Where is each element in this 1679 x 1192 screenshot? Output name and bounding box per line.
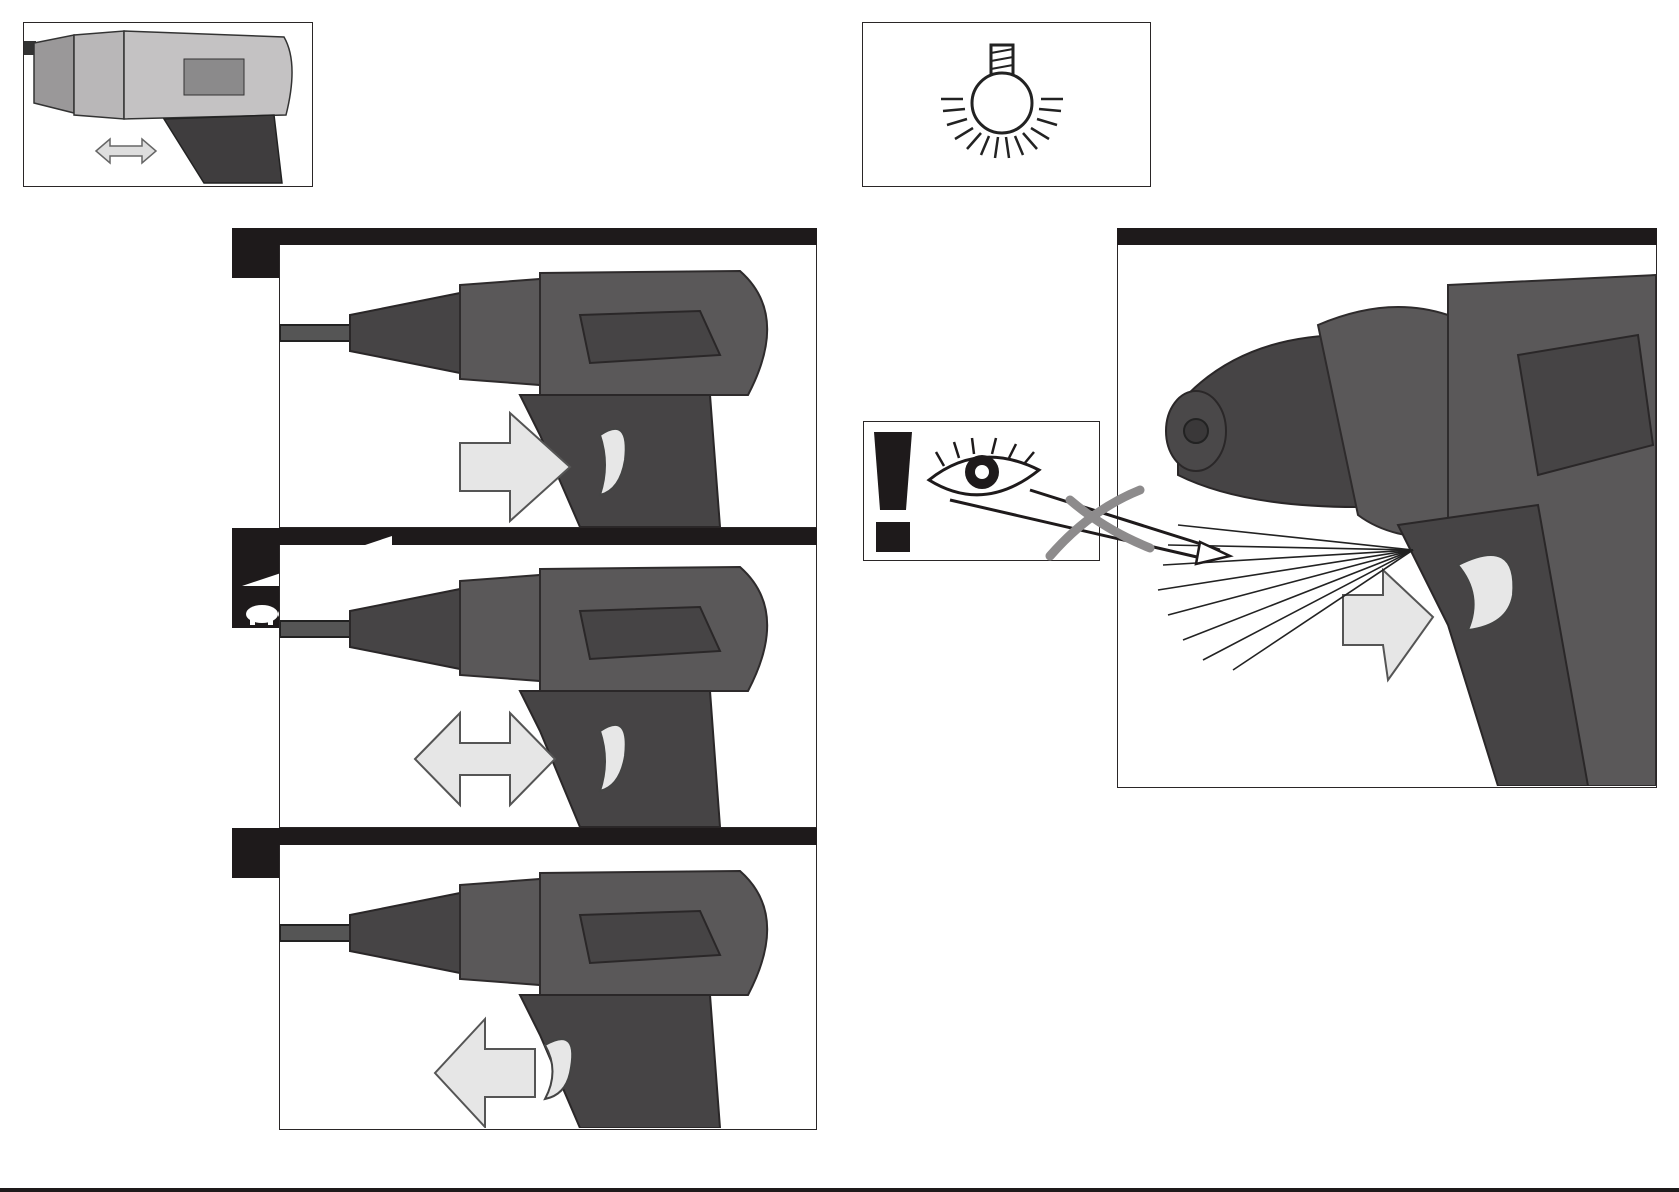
arrow-head-icon [1196, 542, 1230, 564]
page-bottom-rule [0, 1188, 1679, 1192]
panel-variable-speed [232, 528, 817, 828]
panel-trigger-press [232, 228, 817, 528]
double-arrow-icon [415, 713, 555, 805]
light-bulb-icon [863, 23, 1150, 186]
panel-header-bar [1117, 228, 1657, 245]
panel-trigger-overview [23, 22, 313, 187]
drill-overview-illustration [24, 23, 312, 186]
arrow-left-icon [435, 1019, 535, 1127]
panel-trigger-release [232, 828, 817, 1130]
exclamation-icon [874, 432, 912, 552]
drill-illustration-release [280, 845, 816, 1128]
double-arrow-icon [96, 139, 156, 163]
panel-work-light [862, 22, 1151, 187]
arrow-right-icon [1343, 570, 1433, 680]
drill-illustration-speed [280, 545, 816, 827]
no-look-arrows [940, 460, 1280, 580]
drill-illustration-press [280, 245, 816, 527]
